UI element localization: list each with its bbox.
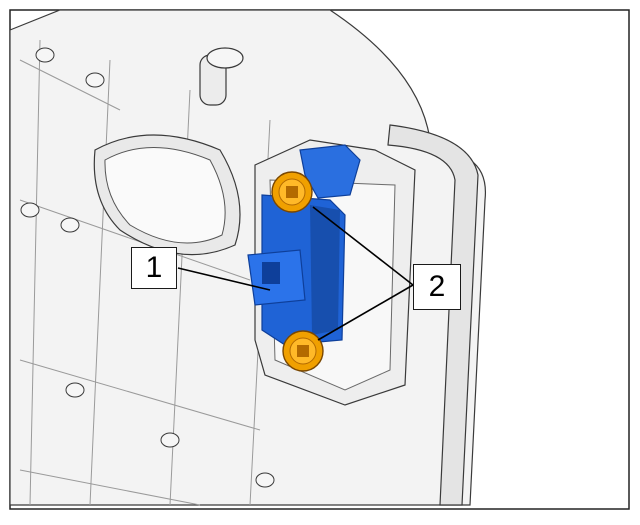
housing-rim bbox=[387, 124, 479, 506]
leader-lines bbox=[177, 206, 414, 341]
callout-label-2: 2 bbox=[413, 264, 461, 310]
housing-ribs bbox=[19, 39, 271, 506]
callout-label-1: 1 bbox=[131, 247, 177, 289]
grid-bosses bbox=[20, 47, 275, 488]
screw-upper bbox=[271, 171, 313, 213]
leader-line-2a bbox=[312, 206, 414, 286]
leader-line-1 bbox=[177, 267, 271, 291]
screw-lower bbox=[282, 330, 324, 372]
mounting-post bbox=[199, 47, 244, 106]
leader-line-2b bbox=[317, 284, 414, 341]
ring-opening bbox=[93, 134, 241, 256]
sensor-module bbox=[247, 144, 361, 346]
